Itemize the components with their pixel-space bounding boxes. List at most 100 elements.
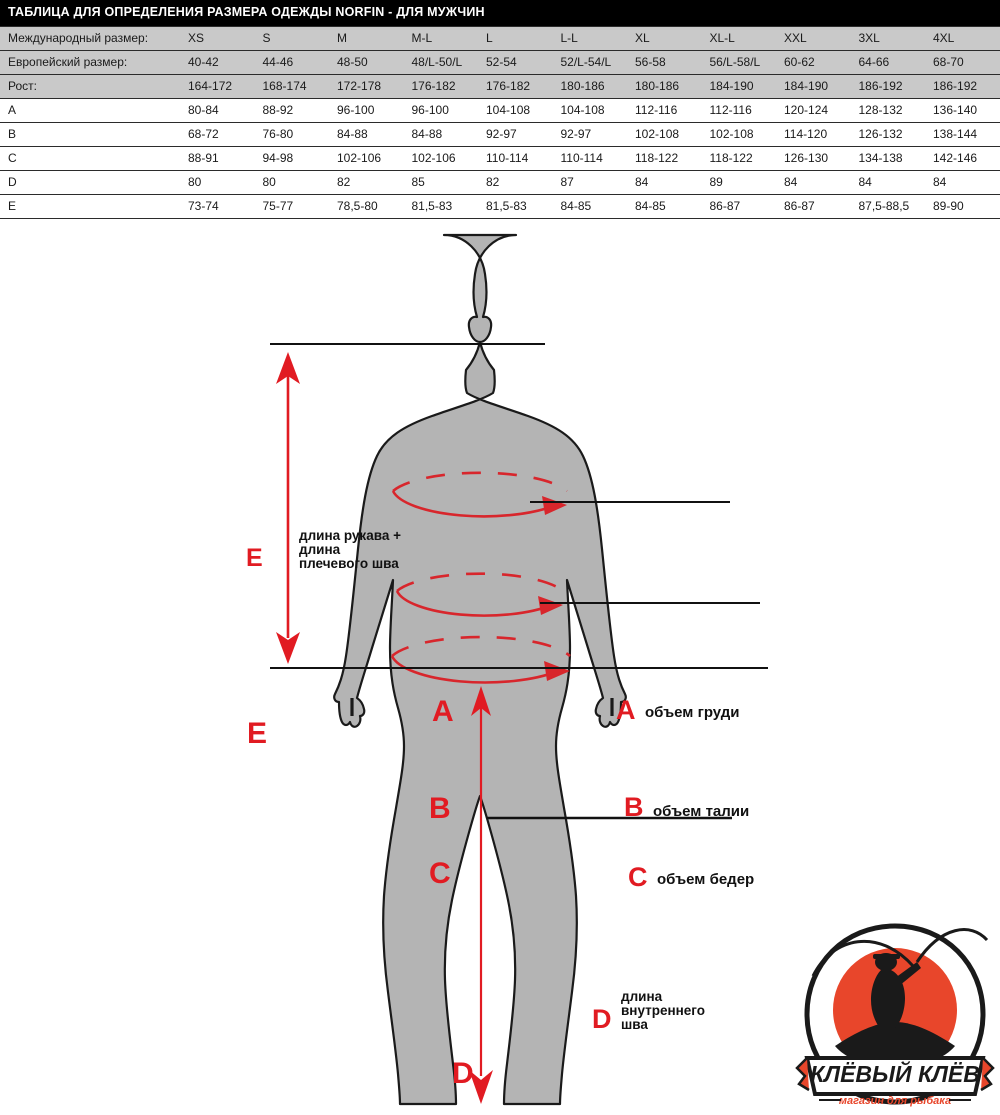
table-cell: 88-92	[254, 98, 329, 123]
measure-ellipse-b	[395, 572, 564, 617]
table-cell: XXL	[776, 26, 851, 51]
table-cell: 136-140	[925, 98, 1000, 123]
logo-banner	[804, 1056, 986, 1096]
measure-label-d: длина внутреннего шва	[621, 989, 705, 1032]
table-cell: 86-87	[776, 194, 851, 219]
table-cell: 118-122	[701, 146, 776, 171]
row-label: Международный размер:	[0, 26, 180, 51]
table-cell: 87,5-88,5	[850, 194, 925, 219]
row-label: C	[0, 146, 180, 171]
table-cell: 112-116	[701, 98, 776, 123]
table-cell: 87	[552, 170, 627, 195]
table-cell: 75-77	[254, 194, 329, 219]
table-cell: 84	[850, 170, 925, 195]
table-cell: 48/L-50/L	[403, 50, 478, 75]
table-cell: 52/L-54/L	[552, 50, 627, 75]
measure-letter-c-inner: C	[429, 857, 451, 890]
table-cell: 104-108	[552, 98, 627, 123]
measure-letter-e: E	[246, 544, 263, 572]
table-cell: 82	[478, 170, 553, 195]
row-label: B	[0, 122, 180, 147]
table-cell: 102-106	[403, 146, 478, 171]
table-cell: 128-132	[850, 98, 925, 123]
table-cell: 78,5-80	[329, 194, 404, 219]
table-cell: 3XL	[850, 26, 925, 51]
row-label: Европейский размер:	[0, 50, 180, 75]
body-diagram: A B C E длина рукава + длина плечевого ш…	[0, 224, 1000, 1110]
measure-letter-c: C	[628, 862, 648, 892]
arrow-d	[469, 686, 493, 1104]
table-cell: 96-100	[403, 98, 478, 123]
table-cell: 84	[776, 170, 851, 195]
table-cell: 84-85	[627, 194, 702, 219]
table-cell: 81,5-83	[478, 194, 553, 219]
table-title: ТАБЛИЦА ДЛЯ ОПРЕДЕЛЕНИЯ РАЗМЕРА ОДЕЖДЫ N…	[0, 0, 1000, 27]
table-cell: 138-144	[925, 122, 1000, 147]
measure-label-a: объем груди	[645, 704, 740, 721]
table-cell: 94-98	[254, 146, 329, 171]
table-cell: L	[478, 26, 553, 51]
shop-logo[interactable]: КЛЁВЫЙ КЛЁВ магазин для рыбака	[795, 918, 995, 1110]
table-cell: 110-114	[478, 146, 553, 171]
arrow-e	[276, 352, 300, 664]
table-cell: 84-88	[329, 122, 404, 147]
table-cell: 40-42	[180, 50, 255, 75]
table-cell: 184-190	[776, 74, 851, 99]
row-label: D	[0, 170, 180, 195]
table-cell: 76-80	[254, 122, 329, 147]
table-cell: 92-97	[552, 122, 627, 147]
table-cell: 56/L-58/L	[701, 50, 776, 75]
logo-banner-tail-right	[980, 1057, 995, 1092]
table-cell: 89	[701, 170, 776, 195]
table-cell: 84	[925, 170, 1000, 195]
table-cell: 82	[329, 170, 404, 195]
table-cell: 180-186	[627, 74, 702, 99]
table-cell: XL	[627, 26, 702, 51]
body-diagram-svg	[270, 233, 768, 1106]
table-cell: 85	[403, 170, 478, 195]
measure-letter-a-inner: A	[432, 695, 454, 728]
table-cell: L-L	[552, 26, 627, 51]
table-cell: 110-114	[552, 146, 627, 171]
table-cell: 176-182	[478, 74, 553, 99]
measure-ellipse-c	[390, 635, 571, 684]
row-label: Рост:	[0, 74, 180, 99]
measure-letter-b: B	[624, 792, 644, 822]
table-cell: 48-50	[329, 50, 404, 75]
table-cell: 180-186	[552, 74, 627, 99]
table-cell: 80-84	[180, 98, 255, 123]
table-cell: 120-124	[776, 98, 851, 123]
table-cell: 164-172	[180, 74, 255, 99]
table-cell: 186-192	[925, 74, 1000, 99]
measure-letter-d-big: D	[452, 1057, 474, 1090]
table-cell: 102-108	[701, 122, 776, 147]
table-cell: 142-146	[925, 146, 1000, 171]
table-cell: 68-70	[925, 50, 1000, 75]
measure-ellipse-a	[391, 471, 568, 518]
table-title-row: ТАБЛИЦА ДЛЯ ОПРЕДЕЛЕНИЯ РАЗМЕРА ОДЕЖДЫ N…	[0, 0, 1000, 27]
table-cell: 96-100	[329, 98, 404, 123]
table-cell: 73-74	[180, 194, 255, 219]
table-cell: 84	[627, 170, 702, 195]
table-cell: XL-L	[701, 26, 776, 51]
table-cell: 168-174	[254, 74, 329, 99]
size-chart-table: ТАБЛИЦА ДЛЯ ОПРЕДЕЛЕНИЯ РАЗМЕРА ОДЕЖДЫ N…	[0, 0, 1000, 219]
measure-letter-d: D	[592, 1004, 612, 1034]
table-cell: M	[329, 26, 404, 51]
table-cell: 56-58	[627, 50, 702, 75]
table-cell: 80	[254, 170, 329, 195]
table-cell: 44-46	[254, 50, 329, 75]
table-cell: 81,5-83	[403, 194, 478, 219]
logo-banner-tail-left	[795, 1057, 810, 1092]
logo-outer-ring	[804, 923, 986, 1105]
measure-letter-e-big: E	[247, 717, 268, 750]
logo-fishing-rod	[915, 928, 989, 963]
table-cell: 172-178	[329, 74, 404, 99]
row-label: E	[0, 194, 180, 219]
